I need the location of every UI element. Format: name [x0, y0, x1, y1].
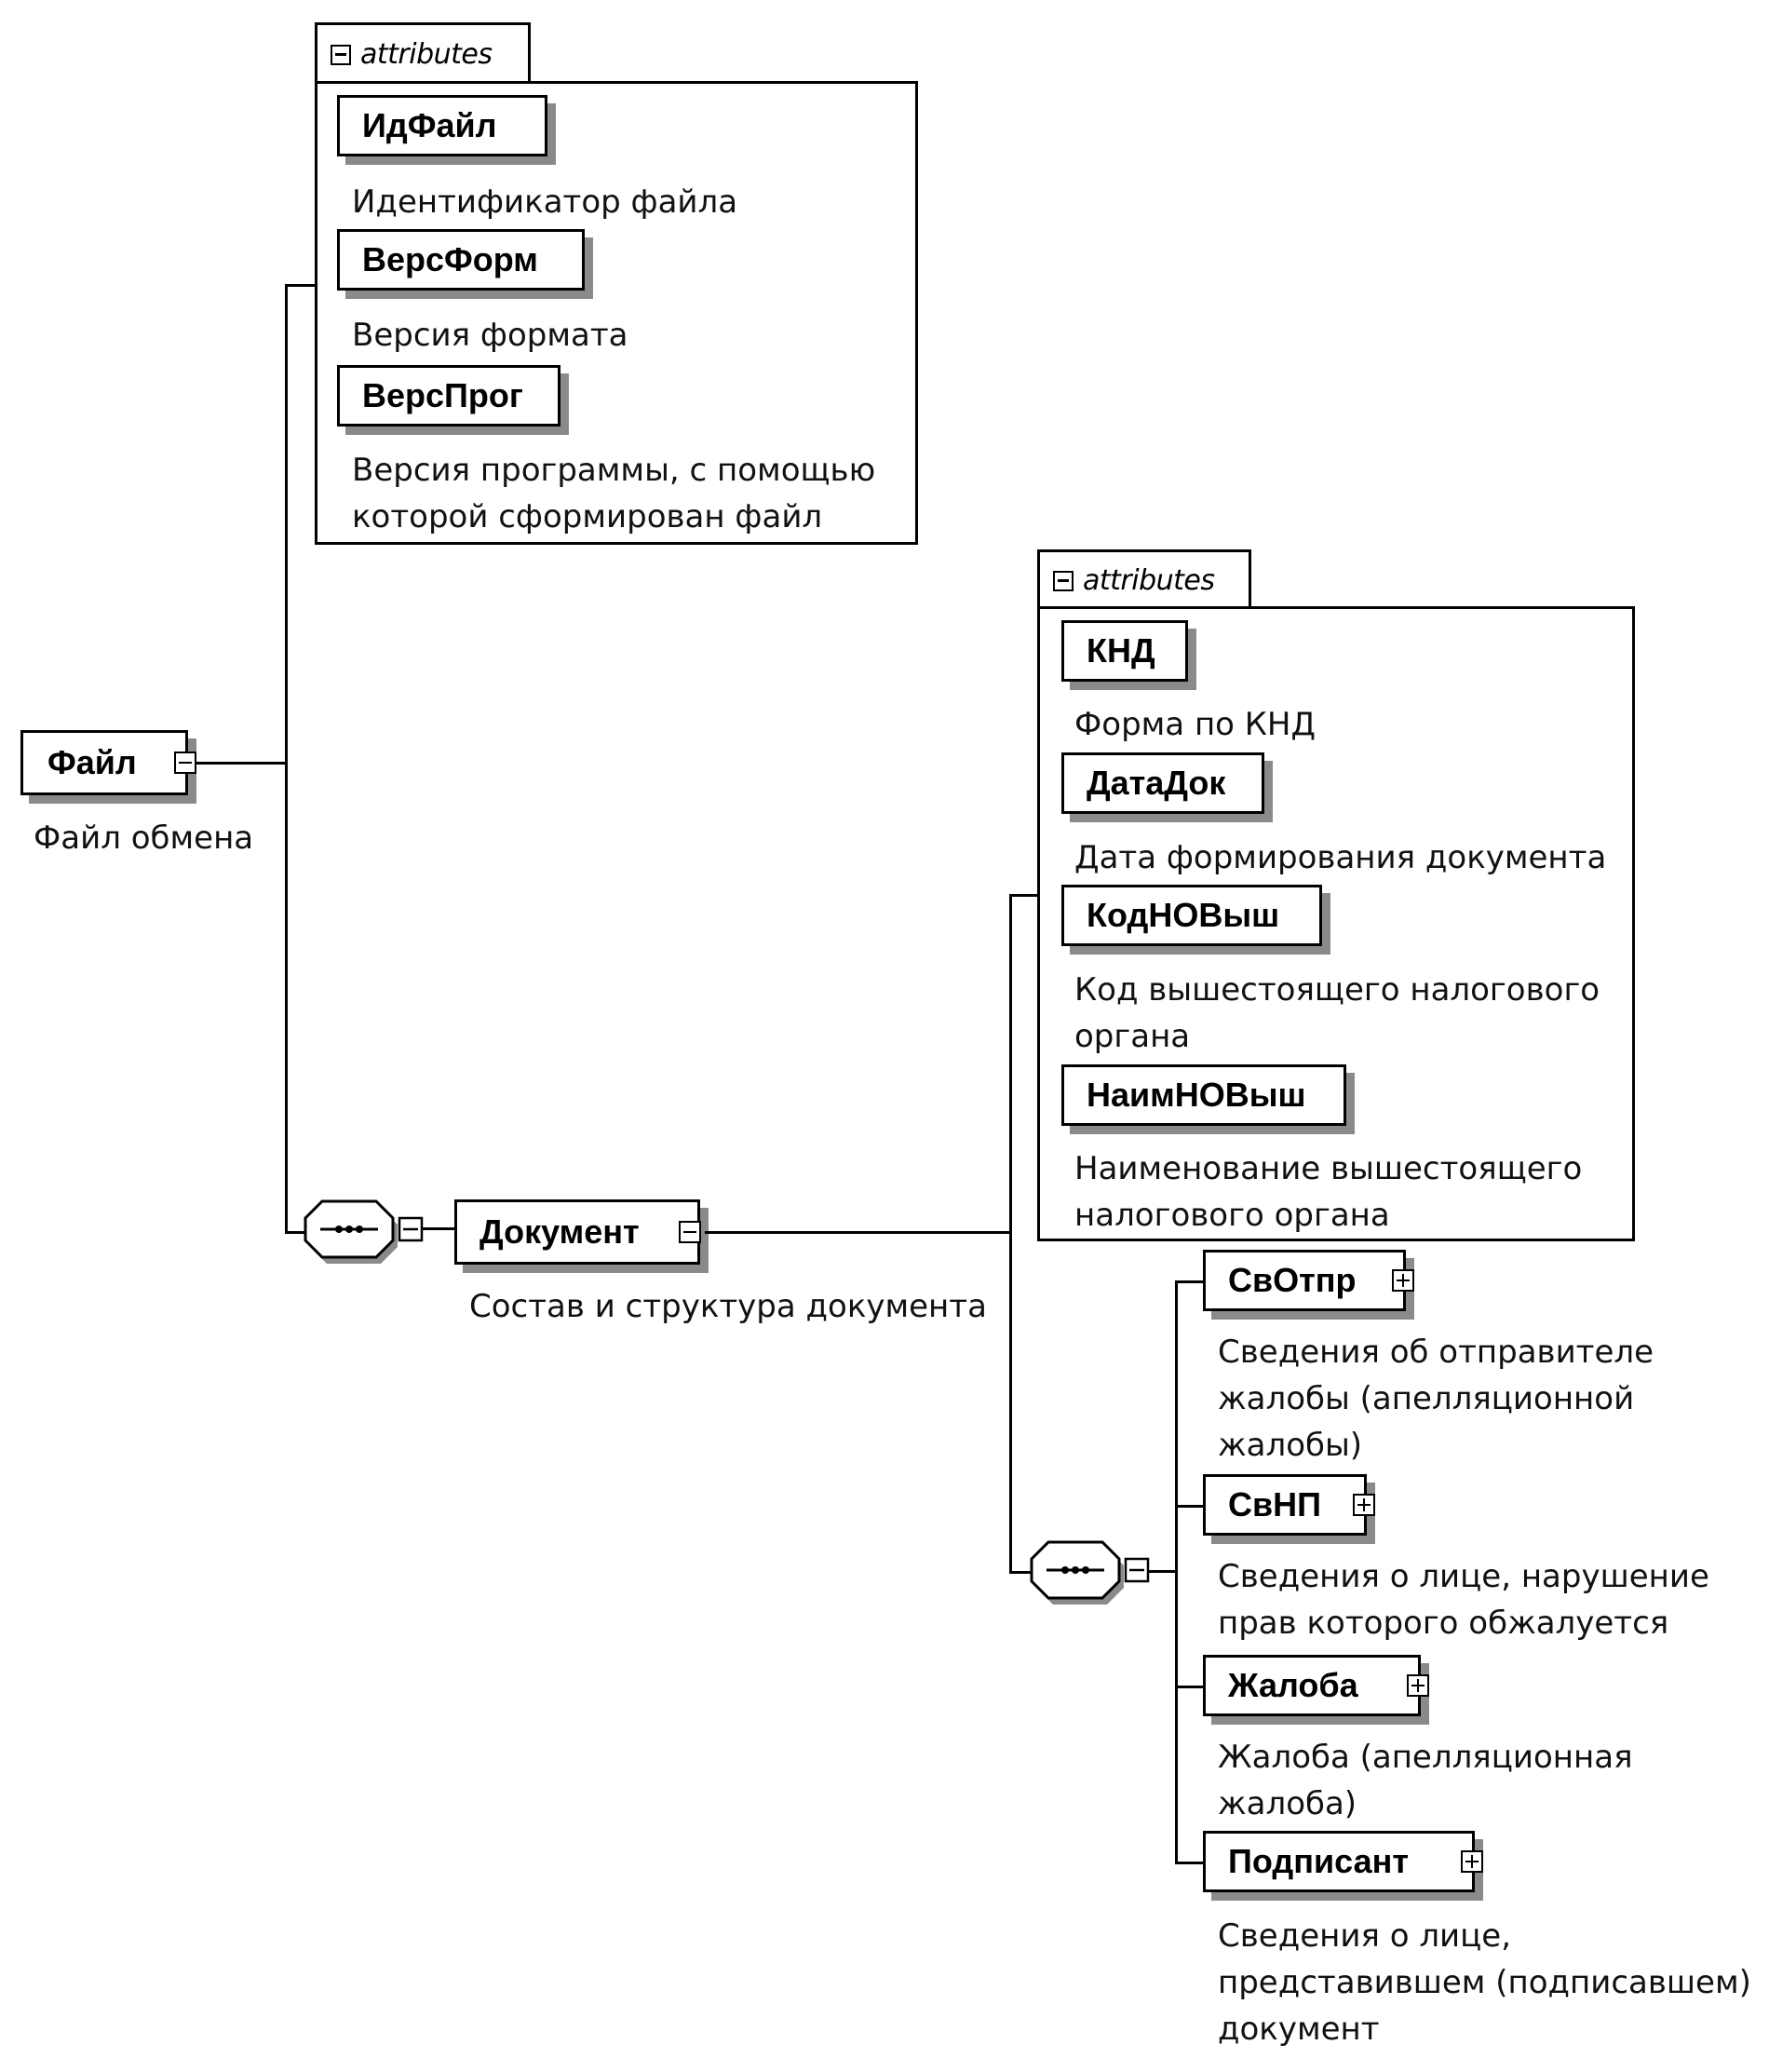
connector-line [285, 284, 288, 1234]
attribute-name: ВерсПрог [362, 376, 523, 414]
attributes-tab-label: attributes [360, 38, 493, 71]
root-element-name: Файл [47, 743, 137, 781]
expand-icon[interactable] [1353, 1494, 1375, 1516]
description-line: Версия формата [352, 317, 628, 354]
expand-icon[interactable] [1407, 1674, 1429, 1697]
attribute-box[interactable]: КНД [1061, 620, 1188, 682]
child-element-name: Подписант [1228, 1842, 1409, 1880]
expand-icon[interactable] [1392, 1269, 1414, 1292]
child-element-box[interactable]: СвНП [1203, 1474, 1367, 1536]
description-line: Жалоба (апелляционная [1218, 1739, 1633, 1776]
root-element-box[interactable]: Файл [20, 730, 188, 795]
connector-line [1175, 1505, 1205, 1508]
child-element-name: СвОтпр [1228, 1261, 1357, 1299]
child-element-description: Жалоба (апелляционная жалоба) [1218, 1734, 1633, 1827]
document-element-box[interactable]: Документ [454, 1199, 700, 1265]
collapse-icon[interactable] [679, 1221, 701, 1243]
connector-line [1148, 1570, 1178, 1573]
connector-line [285, 284, 317, 287]
document-element-description: Состав и структура документа [469, 1283, 987, 1330]
connector-line [1175, 1862, 1205, 1864]
sequence-compositor[interactable] [304, 1198, 428, 1272]
description-line: Сведения о лице, [1218, 1917, 1512, 1955]
description-line: представившем (подписавшем) [1218, 1964, 1751, 2001]
child-element-description: Сведения об отправителе жалобы (апелляци… [1218, 1329, 1654, 1469]
child-element-box[interactable]: СвОтпр [1203, 1250, 1406, 1311]
attribute-name: КодНОВыш [1087, 896, 1280, 934]
description-line: жалоба) [1218, 1785, 1357, 1822]
description-line: Состав и структура документа [469, 1288, 987, 1325]
description-line: Сведения о лице, нарушение [1218, 1558, 1709, 1595]
attribute-box[interactable]: КодНОВыш [1061, 885, 1322, 946]
connector-line [196, 762, 288, 765]
description-line: Идентификатор файла [352, 183, 738, 221]
attributes-tab[interactable]: attributes [1037, 549, 1251, 609]
document-element-name: Документ [479, 1212, 640, 1251]
attribute-name: ВерсФорм [362, 240, 538, 278]
connector-line [421, 1227, 456, 1230]
description-line: жалобы) [1218, 1427, 1363, 1464]
sequence-compositor[interactable] [1030, 1538, 1155, 1613]
description-line: прав которого обжалуется [1218, 1605, 1669, 1642]
attribute-description: Идентификатор файла [352, 179, 737, 225]
attribute-description: Форма по КНД [1074, 701, 1316, 748]
description-line: Версия программы, с помощью [352, 452, 876, 489]
attribute-box[interactable]: ВерсФорм [337, 229, 585, 291]
child-element-description: Сведения о лице, нарушение прав которого… [1218, 1553, 1709, 1646]
child-element-name: СвНП [1228, 1485, 1322, 1524]
attribute-box[interactable]: ДатаДок [1061, 752, 1264, 814]
attribute-name: ДатаДок [1087, 764, 1226, 802]
connector-line [1009, 894, 1037, 897]
attributes-tab-label: attributes [1083, 564, 1215, 597]
description-line: Наименование вышестоящего [1074, 1150, 1583, 1187]
description-line: Файл обмена [34, 819, 254, 857]
attribute-box[interactable]: ИдФайл [337, 95, 547, 156]
description-line: жалобы (апелляционной [1218, 1380, 1635, 1417]
attribute-name: ИдФайл [362, 106, 497, 144]
attribute-description: Наименование вышестоящего налогового орг… [1074, 1145, 1582, 1239]
child-element-box[interactable]: Жалоба [1203, 1655, 1421, 1716]
expand-icon[interactable] [1461, 1850, 1483, 1873]
description-line: налогового органа [1074, 1197, 1390, 1234]
attribute-description: Дата формирования документа [1074, 834, 1606, 881]
attribute-description: Версия формата [352, 312, 628, 359]
attribute-name: КНД [1087, 631, 1155, 670]
attributes-group [315, 81, 918, 545]
attribute-box[interactable]: ВерсПрог [337, 365, 560, 427]
description-line: документ [1218, 2011, 1380, 2048]
description-line: Сведения об отправителе [1218, 1334, 1654, 1371]
connector-line [1175, 1686, 1205, 1688]
description-line: Код вышестоящего налогового [1074, 971, 1600, 1009]
child-element-name: Жалоба [1228, 1666, 1358, 1704]
child-element-box[interactable]: Подписант [1203, 1831, 1475, 1892]
connector-line [285, 1231, 313, 1234]
attribute-box[interactable]: НаимНОВыш [1061, 1064, 1346, 1126]
collapse-icon[interactable] [174, 752, 196, 774]
connector-line [1175, 1280, 1205, 1283]
connector-line [1009, 894, 1012, 1574]
connector-line [705, 1231, 1012, 1234]
connector-line [1009, 1571, 1039, 1574]
child-element-description: Сведения о лице, представившем (подписав… [1218, 1913, 1751, 2052]
collapse-icon[interactable] [1053, 570, 1074, 591]
root-element-description: Файл обмена [34, 815, 253, 861]
description-line: Форма по КНД [1074, 706, 1317, 743]
attribute-name: НаимНОВыш [1087, 1076, 1306, 1114]
attributes-tab[interactable]: attributes [315, 22, 531, 84]
attribute-description: Версия программы, с помощью которой сфор… [352, 447, 875, 540]
collapse-icon[interactable] [331, 44, 351, 65]
description-line: Дата формирования документа [1074, 839, 1607, 876]
attribute-description: Код вышестоящего налогового органа [1074, 967, 1600, 1060]
description-line: органа [1074, 1018, 1191, 1055]
description-line: которой сформирован файл [352, 498, 823, 535]
